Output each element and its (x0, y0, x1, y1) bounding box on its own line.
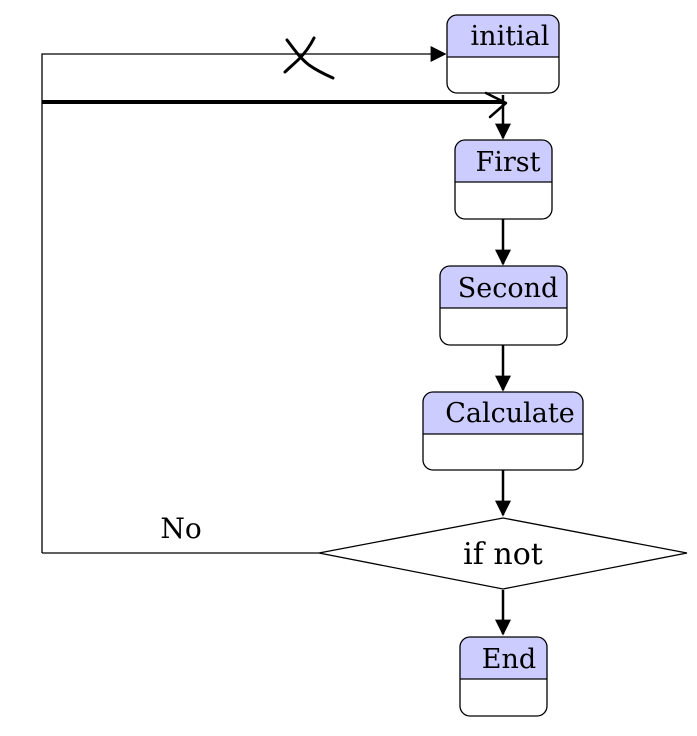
edge-feedback-to-initial (41, 46, 447, 553)
edge-label-no: No (160, 512, 201, 545)
state-calculate-header (423, 392, 583, 434)
hand-drawn-arrowhead (484, 91, 508, 119)
state-initial-label: initial (471, 21, 550, 52)
state-end-header (460, 637, 547, 679)
state-first-header (455, 140, 552, 182)
state-first-label: First (476, 147, 541, 178)
state-initial-frame (446, 14, 560, 94)
state-end-frame (459, 636, 548, 717)
cross-out-mark (283, 36, 335, 80)
decision-label: if not (463, 537, 543, 572)
state-second-label: Second (458, 273, 559, 304)
state-initial-header (447, 15, 559, 57)
state-second: Second (439, 265, 568, 346)
decision-diamond (318, 517, 688, 590)
state-initial: initial (446, 14, 560, 94)
state-second-frame (439, 265, 568, 346)
state-end: End (459, 636, 548, 717)
state-first-frame (454, 139, 553, 220)
decision-if-not: if not (318, 517, 688, 590)
state-calculate-frame (422, 391, 584, 471)
state-calculate-label: Calculate (445, 398, 574, 429)
state-second-header (440, 266, 567, 308)
state-calculate: Calculate (422, 391, 584, 471)
state-end-label: End (482, 644, 536, 675)
state-first: First (454, 139, 553, 220)
